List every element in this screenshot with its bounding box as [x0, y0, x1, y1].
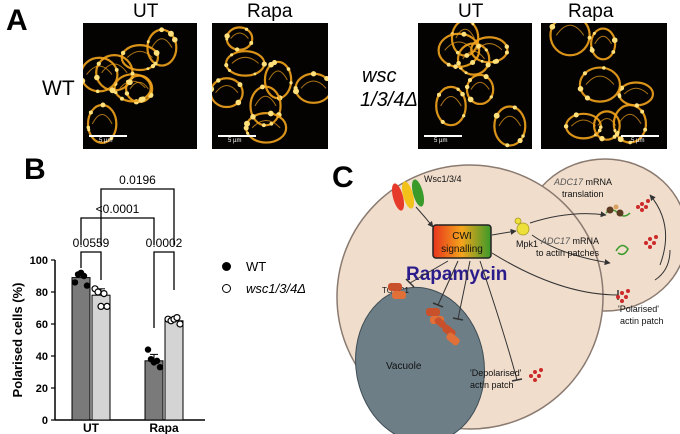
vacuole-label: Vacuole — [386, 361, 422, 372]
wsc-sensor-icon — [391, 179, 425, 211]
legend-marker-wt — [222, 262, 231, 271]
depolarised-label-line2: actin patch — [470, 380, 514, 390]
micrograph-wt-ut: 5 µm — [83, 23, 197, 149]
rapamycin-label: Rapamycin — [406, 264, 507, 285]
legend-marker-wsc — [222, 284, 231, 293]
fluorescent-cell — [437, 32, 481, 68]
x-tick-label: Rapa — [149, 421, 179, 434]
row-label-wt: WT — [42, 77, 75, 100]
x-tick-label: UT — [83, 421, 100, 434]
y-tick-label: 60 — [36, 319, 48, 331]
actin-patch-icon — [636, 199, 650, 212]
mpk1-icon — [514, 217, 530, 236]
adc17-translation-label-line2: translation — [562, 189, 604, 199]
fluorescent-cell — [435, 85, 467, 127]
data-point — [71, 279, 79, 286]
actin-patch-icon — [529, 368, 543, 382]
fluorescent-cell — [465, 73, 495, 106]
data-point — [97, 302, 105, 310]
scale-label: 5 µm — [631, 138, 645, 144]
scale-label: 5 µm — [434, 138, 448, 144]
fluorescent-cell — [578, 66, 622, 103]
ribosome-mrna-icon — [605, 204, 631, 217]
fluorescent-cell — [592, 110, 621, 141]
fluorescent-cell — [456, 42, 491, 76]
col-label-ut-wt: UT — [133, 1, 159, 22]
adc17-patch-label-line1: ADC17 mRNA — [540, 236, 599, 246]
significance-bracket — [153, 251, 175, 328]
panel-c-letter: C — [332, 161, 354, 194]
legend-label-wt: WT — [246, 259, 267, 274]
col-label-rapa-wsc: Rapa — [568, 1, 614, 22]
polarised-label-line2: actin patch — [620, 316, 664, 326]
actin-patch-icon — [644, 235, 658, 249]
y-tick-label: 100 — [30, 255, 48, 267]
legend-label-wsc: wsc1/3/4Δ — [246, 281, 307, 296]
row-label-wsc-line2: 1/3/4Δ — [360, 89, 418, 111]
mrna-icon — [615, 244, 629, 256]
y-tick-label: 0 — [42, 415, 48, 427]
bar — [91, 294, 111, 421]
data-point — [173, 314, 181, 322]
fluorescent-cell — [590, 27, 617, 61]
p-value-label: <0.0001 — [96, 202, 140, 216]
micrograph-wsc-ut: 5 µm — [418, 23, 532, 149]
vacuole — [355, 286, 485, 434]
p-value-label: 0.0559 — [73, 236, 110, 250]
y-tick-label: 40 — [36, 351, 48, 363]
data-point — [176, 320, 184, 328]
adc17-translation-label-line1: ADC17 mRNA — [553, 177, 612, 187]
micrograph-wsc-rapa: 5 µm — [541, 23, 667, 149]
depolarised-label-line1: 'Depolarised' — [470, 368, 522, 378]
wsc-label: Wsc1/3/4 — [424, 174, 462, 184]
data-point — [100, 290, 108, 298]
y-axis-label: Polarised cells (%) — [10, 283, 25, 398]
fluorescent-cell — [493, 105, 527, 147]
data-point — [94, 288, 102, 296]
y-tick-label: 80 — [36, 287, 48, 299]
bar — [71, 277, 91, 421]
data-point — [80, 272, 88, 280]
fluorescent-cell — [212, 77, 244, 109]
scale-label: 5 µm — [228, 138, 242, 144]
data-point — [144, 346, 152, 353]
bar-chart: Polarised cells (%) 0 20 40 60 80 100 0.0559 0… — [10, 173, 205, 434]
significance-bracket — [100, 188, 175, 245]
torc1-icon — [442, 324, 460, 346]
panel-b-letter: B — [24, 153, 46, 186]
fluorescent-cell — [549, 23, 591, 57]
data-point — [156, 364, 164, 371]
schematic-diagram: Vacuole Wsc1/3/4 CWI signalling Rapamyci… — [336, 158, 680, 434]
panel-a-letter: A — [6, 4, 28, 37]
y-tick-label: 20 — [36, 383, 48, 395]
p-value-label: 0.0196 — [119, 173, 156, 187]
cwi-signalling-box — [432, 224, 492, 259]
col-label-rapa-wt: Rapa — [247, 1, 293, 22]
significance-bracket — [80, 217, 155, 245]
micrograph-wt-rapa: 5 µm — [212, 23, 328, 149]
polarised-label-line1: 'Polarised' — [618, 304, 659, 314]
adc17-patch-label-line2: to actin patches — [536, 248, 600, 258]
col-label-ut-wsc: UT — [458, 1, 484, 22]
data-point — [103, 302, 111, 310]
torc1-icon — [434, 317, 446, 328]
torc1-icon — [388, 283, 406, 299]
cwi-label-line2: signalling — [441, 244, 483, 255]
p-value-label: 0.0002 — [146, 236, 183, 250]
row-label-wsc-line1: wsc — [362, 65, 397, 87]
data-point — [83, 282, 91, 289]
scale-label: 5 µm — [99, 138, 113, 144]
significance-bracket — [80, 251, 102, 280]
cwi-label-line1: CWI — [452, 231, 471, 242]
bar — [164, 320, 184, 421]
mpk1-label: Mpk1 — [516, 239, 538, 249]
actin-patch-icon — [616, 289, 630, 303]
data-point — [153, 357, 161, 364]
